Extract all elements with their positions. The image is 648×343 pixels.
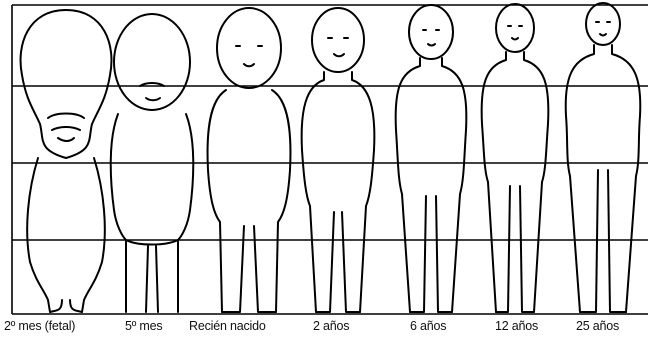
stage-label-6-years: 6 años [410, 319, 446, 333]
fetal-head [21, 10, 112, 158]
legs-2-years [316, 212, 360, 312]
fetal-face [48, 114, 84, 142]
legs-25-years [580, 170, 626, 312]
torso-6-years [396, 58, 467, 312]
head-2-years [312, 8, 364, 72]
torso-2-years [302, 72, 375, 312]
torso-25-years [566, 45, 641, 312]
proportion-grid [12, 5, 648, 314]
face-6-years [423, 30, 439, 46]
torso-12-years [482, 52, 549, 312]
figure-2-years [302, 8, 375, 312]
legs-6-years [410, 196, 452, 312]
figure-12-years [482, 4, 549, 312]
face-2-years [328, 38, 348, 56]
stage-label-newborn: Recién nacido [189, 319, 266, 333]
legs-5-month [146, 246, 158, 312]
head-12-years [496, 4, 534, 52]
stage-label-fetal-2-month: 2º mes (fetal) [4, 319, 75, 333]
figure-25-years [566, 3, 641, 312]
legs-12-years [496, 186, 534, 312]
legs-newborn [222, 226, 276, 312]
stage-label-2-years: 2 años [313, 319, 349, 333]
head-25-years [586, 3, 620, 45]
torso-5-month [111, 114, 194, 312]
fetal-body [27, 158, 105, 312]
face-25-years [596, 22, 610, 36]
stage-label-12-years: 12 años [495, 319, 538, 333]
figure-6-years [396, 5, 467, 312]
figure-newborn [208, 8, 291, 312]
fetal-legs [50, 300, 82, 312]
torso-newborn [208, 90, 291, 312]
head-5-month [114, 14, 190, 110]
stage-label-fetal-5-month: 5º mes [125, 319, 162, 333]
face-12-years [508, 26, 522, 40]
stage-label-25-years: 25 años [576, 319, 619, 333]
head-6-years [409, 5, 453, 59]
figure-fetal-2-month [21, 10, 112, 312]
head-newborn [217, 8, 281, 88]
eyes-newborn [236, 46, 262, 66]
